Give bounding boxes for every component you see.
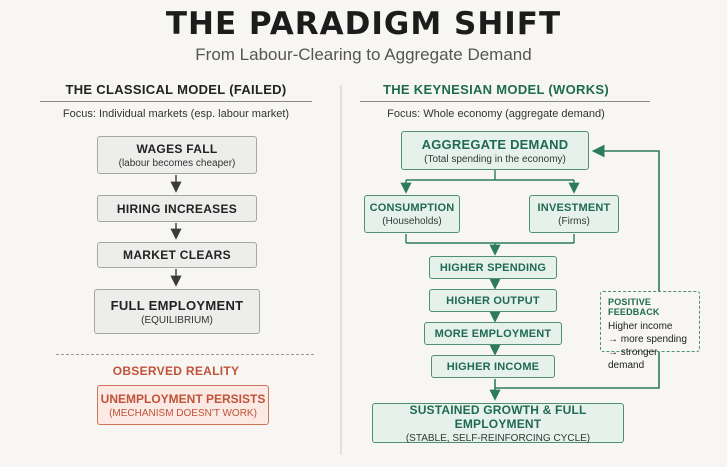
feedback-line: Higher income [608,321,673,332]
keynesian-focus: Focus: Whole economy (aggregate demand) [387,108,605,120]
reality-sub: (MECHANISM DOESN'T WORK) [109,407,257,419]
classical-heading: THE CLASSICAL MODEL (FAILED) [65,82,287,97]
classical-focus: Focus: Individual markets (esp. labour m… [62,108,290,120]
ad-sub: (Total spending in the economy) [424,153,566,165]
chain-label: HIGHER OUTPUT [446,294,540,307]
step-wages-fall: WAGES FALL (labour becomes cheaper) [97,136,257,174]
reality-label: UNEMPLOYMENT PERSISTS [100,391,266,406]
keynesian-rule [360,101,650,102]
more-employment-box: MORE EMPLOYMENT [424,322,562,345]
feedback-line: → stronger demand [608,347,658,371]
consumption-box: CONSUMPTION (Households) [364,195,460,233]
step-sub: (labour becomes cheaper) [118,157,236,169]
higher-income-box: HIGHER INCOME [431,355,555,378]
reality-heading: OBSERVED REALITY [112,364,240,378]
investment-box: INVESTMENT (Firms) [529,195,619,233]
page-title: THE PARADIGM SHIFT [165,6,562,42]
classical-rule [40,101,312,102]
result-sub: (STABLE, SELF-REINFORCING CYCLE) [405,432,591,444]
chain-label: HIGHER INCOME [446,360,540,373]
result-label: SUSTAINED GROWTH & FULL EMPLOYMENT [409,402,587,431]
keynesian-heading: THE KEYNESIAN MODEL (WORKS) [383,82,609,97]
ad-label: AGGREGATE DEMAND [421,136,569,152]
step-label: MARKET CLEARS [123,248,231,262]
feedback-heading: POSITIVE FEEDBACK [608,297,660,317]
step-market-clears: MARKET CLEARS [97,242,257,268]
aggregate-demand-box: AGGREGATE DEMAND (Total spending in the … [401,131,589,170]
sustained-growth-box: SUSTAINED GROWTH & FULL EMPLOYMENT (STAB… [372,402,624,444]
consumption-label: CONSUMPTION [369,201,455,214]
positive-feedback-box: POSITIVE FEEDBACK Higher income → more s… [600,291,700,371]
page-subtitle: From Labour-Clearing to Aggregate Demand [195,45,532,64]
step-full-employment: FULL EMPLOYMENT (EQUILIBRIUM) [94,289,260,334]
investment-label: INVESTMENT [537,201,611,214]
feedback-loop-arrow [494,144,660,389]
higher-spending-box: HIGHER SPENDING [429,256,557,279]
step-sub: (EQUILIBRIUM) [141,314,213,326]
unemployment-persists-box: UNEMPLOYMENT PERSISTS (MECHANISM DOESN'T… [97,385,269,425]
consumption-sub: (Households) [382,215,442,227]
feedback-line: → more spending [608,334,687,345]
step-label: HIRING INCREASES [116,201,238,216]
step-label: FULL EMPLOYMENT [110,297,244,313]
higher-output-box: HIGHER OUTPUT [429,289,557,312]
reality-divider [56,354,314,355]
chain-label: HIGHER SPENDING [439,261,547,274]
chain-label: MORE EMPLOYMENT [434,327,552,340]
investment-sub: (Firms) [558,215,590,227]
step-label: WAGES FALL [136,141,218,156]
step-hiring-increases: HIRING INCREASES [97,195,257,222]
